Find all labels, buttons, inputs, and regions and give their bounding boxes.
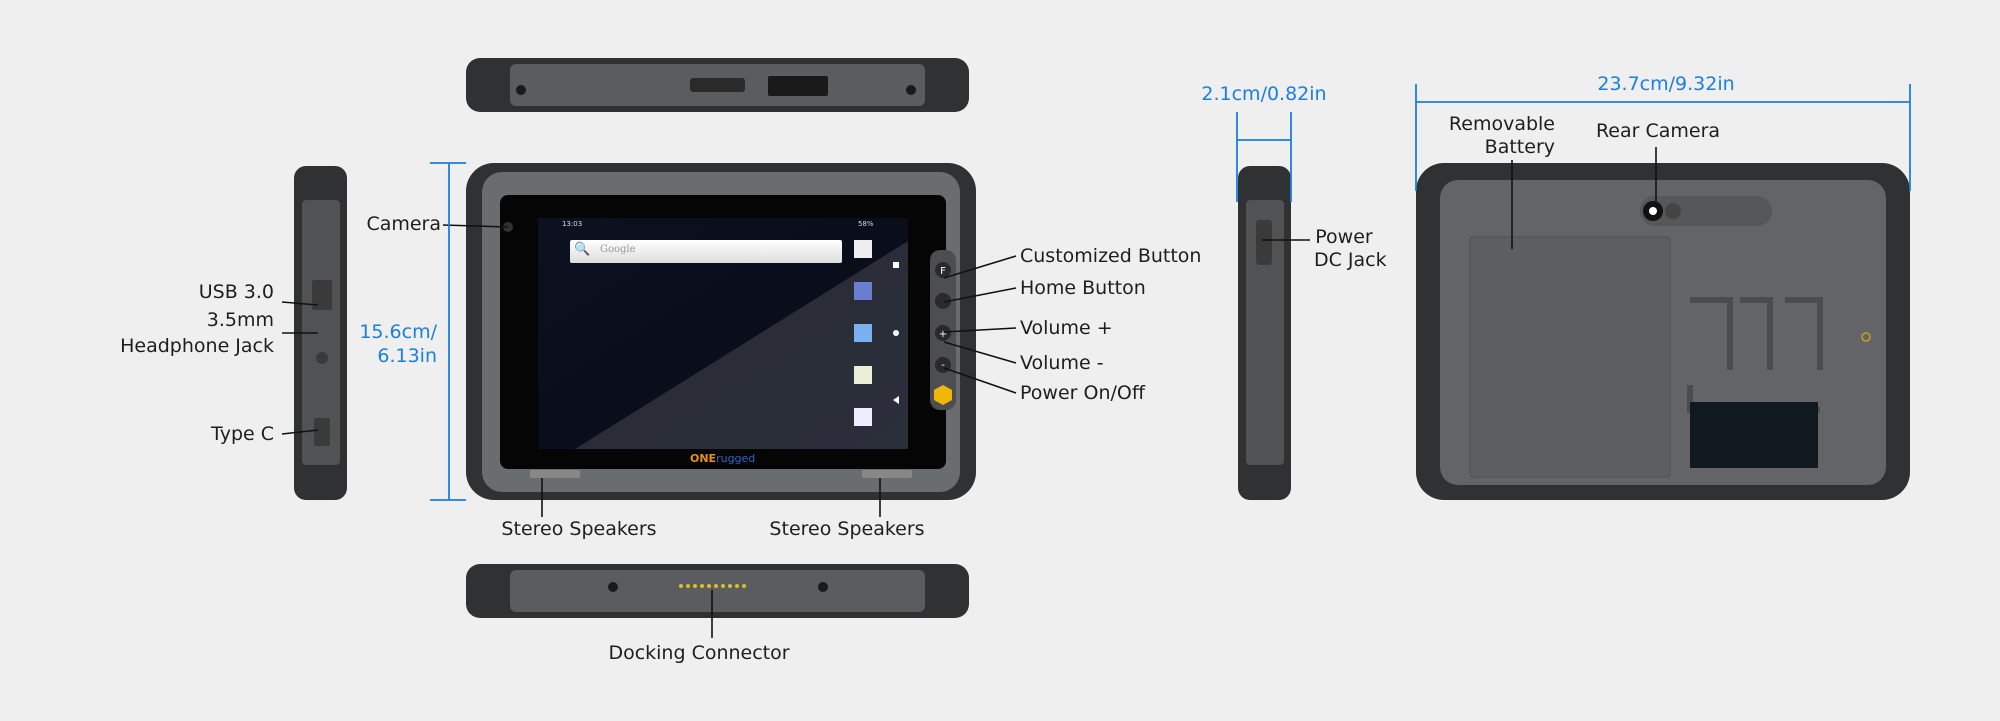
front-view: F + -	[466, 163, 976, 500]
dc-jack-label-2: DC Jack	[1314, 249, 1387, 271]
status-time: 13:03	[562, 220, 583, 228]
volume-up-label: Volume +	[1020, 317, 1113, 339]
leader-lines	[281, 147, 1657, 638]
svg-text:+: +	[939, 329, 947, 340]
stereo-speakers-right-label: Stereo Speakers	[769, 518, 925, 540]
top-port	[768, 76, 828, 96]
usb-port	[312, 280, 332, 310]
messages-icon	[854, 366, 872, 384]
volume-down-label: Volume -	[1020, 352, 1104, 374]
battery-label-1: Removable	[1448, 113, 1555, 135]
back-view	[1416, 163, 1910, 500]
dc-jack	[1256, 220, 1272, 265]
stereo-speakers-left-label: Stereo Speakers	[501, 518, 657, 540]
height-dimension-1: 15.6cm/	[359, 321, 437, 343]
height-dimension-2: 6.13in	[377, 345, 437, 367]
top-view	[466, 58, 969, 112]
pogo-pins	[679, 584, 746, 588]
settings-icon	[854, 282, 872, 300]
headphone-label-1: 3.5mm	[206, 309, 274, 331]
rear-pattern	[1687, 297, 1823, 413]
google-search-bar[interactable]: 🔍 Google	[570, 240, 842, 263]
headphone-label-2: Headphone Jack	[120, 335, 274, 357]
power-button-glyph	[934, 385, 952, 405]
customized-button-glyph	[935, 262, 951, 278]
battery-cover	[1469, 236, 1671, 478]
home-button-glyph	[935, 293, 951, 309]
bottom-view	[466, 564, 969, 618]
dc-jack-label-1: Power	[1315, 226, 1373, 248]
volume-up-glyph	[935, 325, 951, 341]
top-slot	[690, 78, 745, 92]
right-side-view	[1238, 166, 1291, 500]
search-icon: 🔍	[574, 242, 591, 257]
gallery-icon	[854, 324, 872, 342]
headphone-jack	[316, 352, 328, 364]
search-placeholder: Google	[600, 244, 636, 255]
camera-label: Camera	[366, 213, 441, 235]
phone-icon	[854, 408, 872, 426]
regulatory-label	[1690, 402, 1818, 468]
rear-camera-label: Rear Camera	[1595, 120, 1721, 142]
docking-connector-label: Docking Connector	[608, 642, 790, 664]
screen-brand-logo: ONErugged	[690, 452, 756, 465]
home-button-label: Home Button	[1020, 277, 1146, 299]
app-icons	[854, 240, 872, 426]
left-side-view	[294, 166, 347, 500]
svg-text:F: F	[940, 266, 946, 277]
customized-button-label: Customized Button	[1020, 245, 1202, 267]
width-dimension: 23.7cm/9.32in	[1597, 73, 1735, 95]
dimension-lines	[430, 84, 1911, 501]
power-label: Power On/Off	[1020, 382, 1145, 404]
thickness-dimension: 2.1cm/0.82in	[1201, 83, 1327, 105]
usb-label: USB 3.0	[198, 281, 274, 303]
status-battery: 58%	[858, 220, 874, 228]
typec-label: Type C	[211, 423, 274, 445]
typec-port	[314, 418, 330, 446]
clock-icon	[854, 240, 872, 258]
svg-text:-: -	[941, 360, 945, 371]
battery-label-2: Battery	[1484, 136, 1555, 158]
